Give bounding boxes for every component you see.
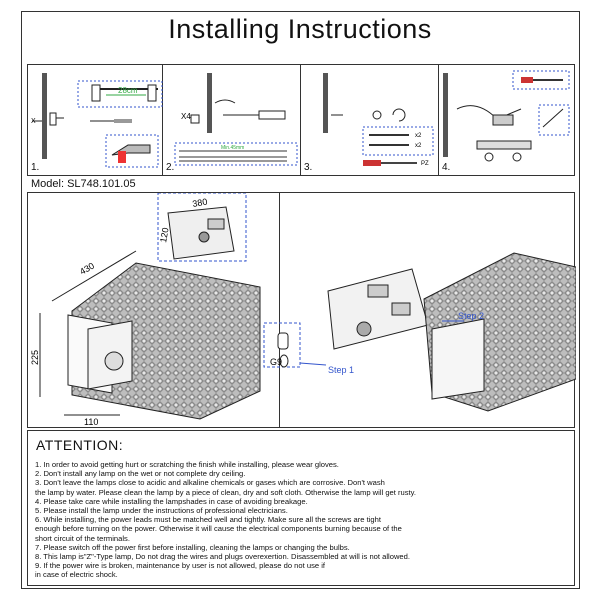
attention-item: the lamp by water. Please clean the lamp… [35,487,417,497]
attention-item: enough before turning on the power. Othe… [35,524,402,534]
svg-text:X: X [31,118,36,125]
step-3-screw-label-a: x2 [415,133,422,139]
attention-item: 7. Please switch off the power first bef… [35,542,350,552]
step-3-number: 3. [304,162,313,173]
step-1-number: 1. [31,162,40,173]
attention-item: 4. Please take care while installing the… [35,496,308,506]
step-3-screwdriver-label: PZ [421,161,429,167]
attention-item: 3. Don't leave the lamps close to acidic… [35,478,385,488]
lamp-depth-label: 110 [84,417,98,427]
attention-item: 8. This lamp is"Z"-Type lamp, Do not dra… [35,552,410,562]
attention-item: short circuit of the terminals. [35,533,130,543]
lamp-height-label: 225 [30,350,40,365]
step-2-panel: X4 Min.45mm 2. [163,65,301,175]
step-4-illustration [443,70,570,162]
step-1-callout: Step 1 [328,365,354,375]
step-3-illustration: x2 x2 PZ [323,73,434,167]
wall-section [42,73,47,159]
attention-item: 2. Don't install any lamp on the wet or … [35,469,246,479]
step-3-screw-label-b: x2 [415,143,422,149]
product-diagram: 380 120 430 225 110 G9 Step 1 Step 2 [30,193,576,427]
attention-title: ATTENTION: [36,437,124,453]
page-title: Installing Instructions [168,14,432,44]
svg-text:X4: X4 [181,112,191,121]
step-1-dimension: 28cm [118,86,138,95]
attention-list: 1. In order to avoid getting hurt or scr… [35,460,569,580]
product-diagram-panel: 380 120 430 225 110 G9 Step 1 Step 2 [27,192,576,428]
step-1-illustration: X 28cm [31,73,163,168]
step-2-number: 2. [166,162,175,173]
step-2-dimension: Min.45mm [221,145,244,151]
bulb-type-label: G9 [270,357,282,367]
plate-width-label: 380 [192,197,209,209]
step-4-number: 4. [442,162,451,173]
plate-height-label: 120 [158,227,170,244]
step-2-illustration: X4 Min.45mm [174,73,298,166]
attention-item: 1. In order to avoid getting hurt or scr… [35,460,339,469]
step-4-panel: 4. [439,65,576,175]
lamp-length-label: 430 [78,261,96,277]
attention-panel: ATTENTION: 1. In order to avoid getting … [27,430,575,586]
step-3-panel: x2 x2 PZ 3. [301,65,439,175]
diagram-divider [279,193,280,427]
attention-item: in case of electric shock. [35,570,118,580]
attention-item: 5. Please install the lamp under the ins… [35,506,288,516]
attention-item: 6. While installing, the power leads mus… [35,515,381,525]
attention-item: 9. If the power wire is broken, maintena… [35,561,325,571]
step-2-callout: Step 2 [458,311,484,321]
model-number: Model: SL748.101.05 [31,178,136,190]
instruction-sheet-border [21,11,580,589]
step-1-panel: X 28cm 1. [28,65,163,175]
steps-panel: X 28cm 1. X4 Min.45mm 2. [27,64,575,176]
